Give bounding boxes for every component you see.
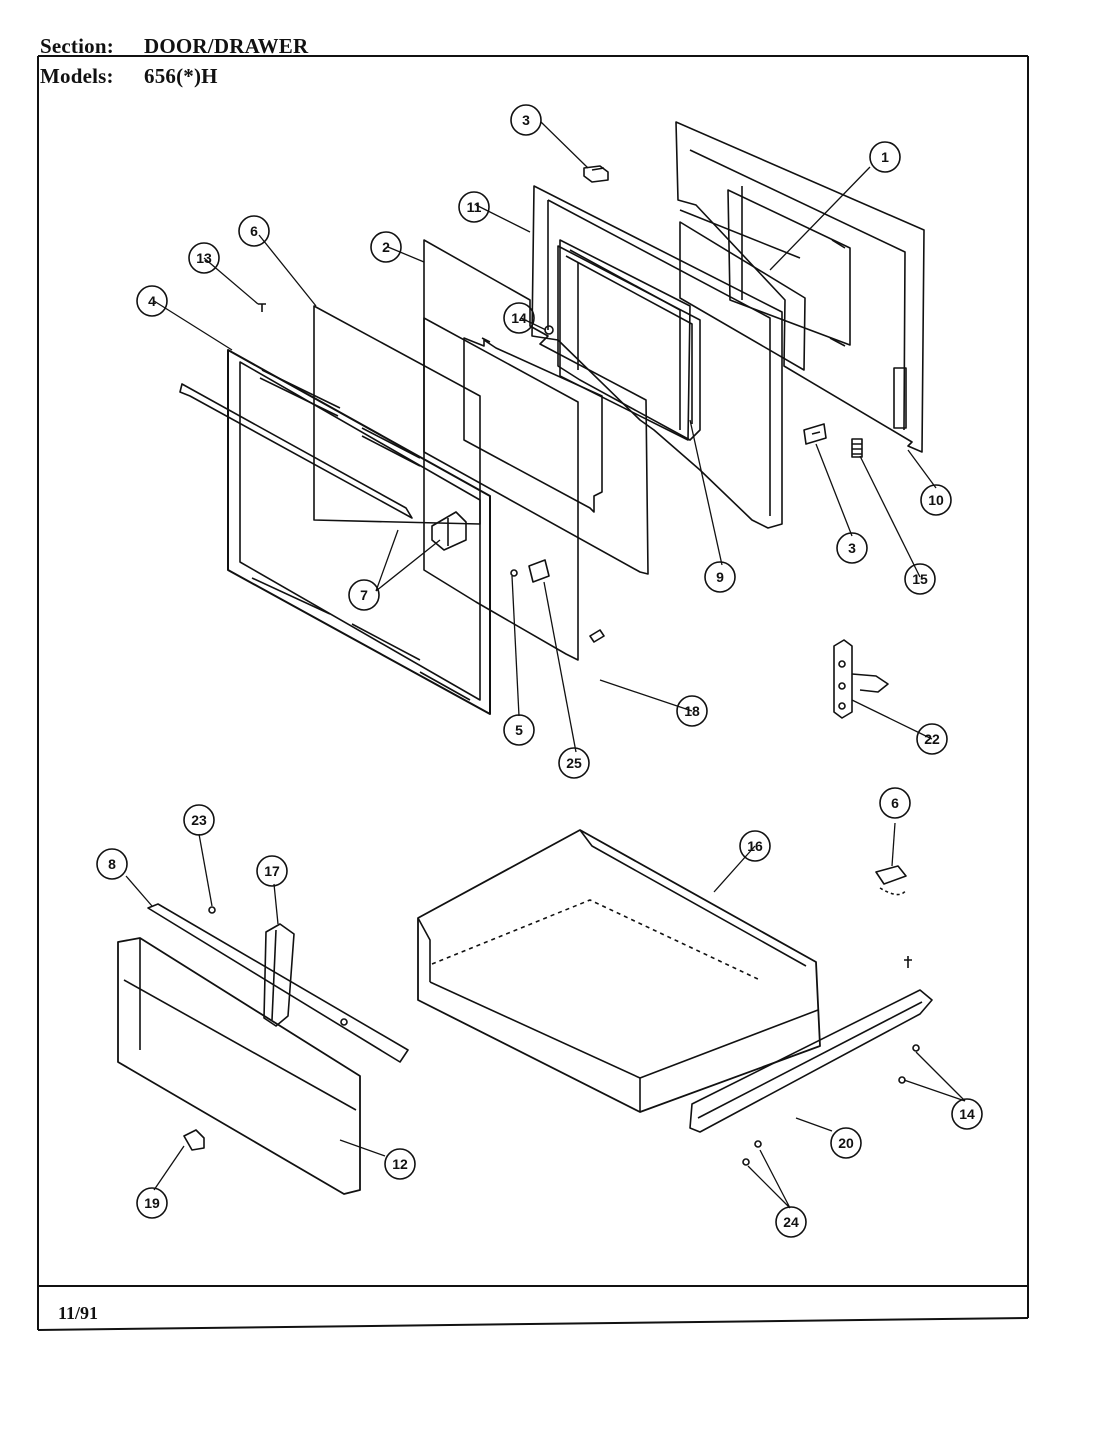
svg-text:14: 14 xyxy=(511,310,527,326)
reflector-panel xyxy=(463,337,603,513)
callout-24: 24 xyxy=(775,1206,807,1238)
callout-22: 22 xyxy=(916,723,948,755)
svg-text:19: 19 xyxy=(144,1195,160,1211)
drawer-body xyxy=(417,829,821,1113)
callout-14-lower: 14 xyxy=(951,1098,983,1130)
revision-date: 11/91 xyxy=(58,1303,99,1323)
svg-text:24: 24 xyxy=(783,1214,799,1230)
drawer-handle xyxy=(263,923,295,1027)
svg-text:6: 6 xyxy=(891,795,899,811)
callout-4: 4 xyxy=(136,285,168,317)
callout-3-top: 3 xyxy=(510,104,542,136)
door-screw xyxy=(258,303,266,312)
callout-16: 16 xyxy=(739,830,771,862)
svg-text:23: 23 xyxy=(191,812,207,828)
callout-13: 13 xyxy=(188,242,220,274)
svg-text:6: 6 xyxy=(250,223,258,239)
door-frame-panel xyxy=(531,185,783,529)
callout-25: 25 xyxy=(558,747,590,779)
callout-2: 2 xyxy=(370,231,402,263)
callout-19: 19 xyxy=(136,1187,168,1219)
callout-1: 1 xyxy=(869,141,901,173)
spring xyxy=(851,438,863,458)
handle-bracket xyxy=(431,511,467,551)
models-label: Models: xyxy=(40,64,114,88)
svg-text:13: 13 xyxy=(196,250,212,266)
section-header: Section: DOOR/DRAWER xyxy=(40,34,308,59)
callout-12: 12 xyxy=(384,1148,416,1180)
svg-text:7: 7 xyxy=(360,587,368,603)
svg-text:12: 12 xyxy=(392,1156,408,1172)
hinge xyxy=(833,639,889,719)
strip-screws xyxy=(208,906,348,1026)
door-handle-bar xyxy=(179,383,413,519)
section-label: Section: xyxy=(40,34,114,58)
svg-text:18: 18 xyxy=(684,703,700,719)
models-header: Models: 656(*)H xyxy=(40,64,218,89)
svg-text:3: 3 xyxy=(522,112,530,128)
svg-text:9: 9 xyxy=(716,569,724,585)
inner-glass xyxy=(679,221,806,371)
rail-clip xyxy=(875,865,912,968)
pin xyxy=(589,629,605,643)
leader-lines xyxy=(125,121,966,1209)
svg-text:2: 2 xyxy=(382,239,390,255)
svg-text:14: 14 xyxy=(959,1106,975,1122)
callout-9: 9 xyxy=(704,561,736,593)
outer-door-frame xyxy=(227,349,491,715)
callout-8: 8 xyxy=(96,848,128,880)
callout-11: 11 xyxy=(458,191,490,223)
callout-23: 23 xyxy=(183,804,215,836)
screw-upper xyxy=(544,325,554,335)
small-screw xyxy=(510,569,518,577)
callout-10: 10 xyxy=(920,484,952,516)
callout-7: 7 xyxy=(348,579,380,611)
page-frame xyxy=(37,55,1029,1331)
clip-upper xyxy=(583,165,609,183)
window-frame xyxy=(557,245,701,441)
callout-6-top: 6 xyxy=(238,215,270,247)
svg-text:16: 16 xyxy=(747,838,763,854)
callouts: 3 1 11 6 2 13 4 14 10 3 15 9 7 18 5 22 2… xyxy=(96,104,983,1238)
callout-14-top: 14 xyxy=(503,302,535,334)
svg-text:17: 17 xyxy=(264,863,280,879)
svg-text:11: 11 xyxy=(467,199,482,215)
svg-text:4: 4 xyxy=(148,293,156,309)
svg-text:5: 5 xyxy=(515,722,523,738)
callout-6-lower: 6 xyxy=(879,787,911,819)
svg-text:25: 25 xyxy=(566,755,582,771)
svg-text:10: 10 xyxy=(928,492,944,508)
door-glass xyxy=(313,305,481,525)
callout-17: 17 xyxy=(256,855,288,887)
svg-text:22: 22 xyxy=(924,731,940,747)
door-inner-liner xyxy=(675,121,925,453)
callout-3-right: 3 xyxy=(836,532,868,564)
callout-18: 18 xyxy=(676,695,708,727)
drawer-top-strip xyxy=(147,903,409,1063)
callout-20: 20 xyxy=(830,1127,862,1159)
outer-glass xyxy=(423,317,579,661)
section-value: DOOR/DRAWER xyxy=(144,34,309,58)
svg-text:1: 1 xyxy=(881,149,889,165)
svg-text:8: 8 xyxy=(108,856,116,872)
models-value: 656(*)H xyxy=(144,64,218,88)
slide-screws xyxy=(742,1140,762,1166)
rail-screws xyxy=(898,1044,920,1084)
svg-text:3: 3 xyxy=(848,540,856,556)
drawer-slide-rail xyxy=(689,989,933,1133)
callout-5: 5 xyxy=(503,714,535,746)
svg-text:15: 15 xyxy=(912,571,928,587)
small-plate xyxy=(528,559,550,583)
callout-15: 15 xyxy=(904,563,936,595)
svg-text:20: 20 xyxy=(838,1135,854,1151)
clip-lower xyxy=(803,423,827,445)
drawer-clip xyxy=(183,1129,205,1151)
drawer-front-panel xyxy=(117,937,361,1195)
insulation-sheet xyxy=(423,239,649,575)
